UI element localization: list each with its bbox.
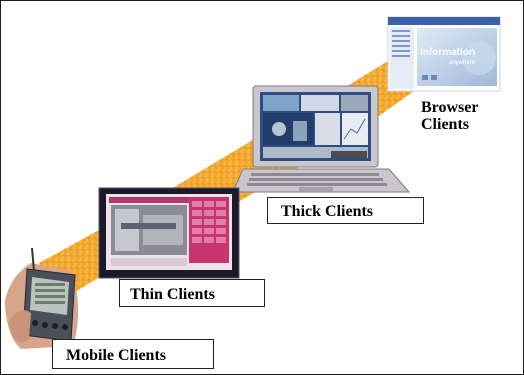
thin-clients-label: Thin Clients bbox=[119, 279, 265, 307]
mobile-clients-label: Mobile Clients bbox=[52, 339, 214, 369]
browser-clients-label: Browser Clients bbox=[393, 93, 516, 143]
thin-clients-text: Thin Clients bbox=[130, 286, 215, 303]
thin-client-monitor bbox=[98, 187, 240, 279]
thick-clients-text: Thick Clients bbox=[281, 203, 374, 220]
browser-screen-text-1: information bbox=[420, 47, 475, 58]
thick-clients-label: Thick Clients bbox=[267, 197, 424, 224]
thick-client-laptop bbox=[232, 85, 411, 193]
browser-screen-image: information anywhere bbox=[387, 16, 501, 92]
browser-clients-text-2: Clients bbox=[421, 116, 469, 133]
mobile-clients-text: Mobile Clients bbox=[66, 347, 166, 364]
browser-clients-text-1: Browser bbox=[421, 99, 479, 116]
browser-screen-text-2: anywhere bbox=[449, 60, 476, 66]
